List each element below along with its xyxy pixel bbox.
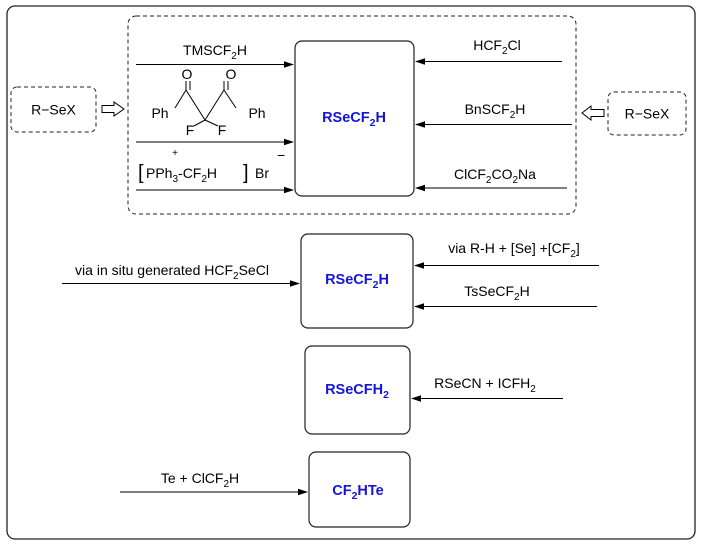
product-label-1: RSeCF2H <box>322 110 386 129</box>
formula-text: Cl <box>508 37 521 53</box>
diketone-oxygen-left: O <box>182 66 193 82</box>
formula-subscript: 2 <box>486 175 492 186</box>
diketone-fluorine-right: F <box>218 122 227 138</box>
formula-subscript: 2 <box>512 175 518 186</box>
formula-text: ClCF <box>454 166 486 182</box>
formula-text: via R-H + [Se] +[CF <box>448 240 570 256</box>
formula-subscript: 2 <box>223 479 229 490</box>
formula-subscript: 2 <box>570 249 576 260</box>
formula-text: TsSeCF <box>464 283 514 299</box>
formula-text: H <box>520 283 530 299</box>
reagent-tssecf2h: TsSeCF2H <box>464 283 529 303</box>
hollow-arrow-left <box>101 101 125 117</box>
product-box-4 <box>308 451 411 528</box>
reagent-rh-se-cf2: via R-H + [Se] +[CF2] <box>448 240 580 260</box>
formula-text: H <box>237 42 247 58</box>
formula-subscript: 2 <box>510 110 516 121</box>
phosphonium-salt: [ PPh3-CF2H ] + Br − <box>138 147 285 185</box>
hollow-arrow-right <box>581 104 605 122</box>
phosphonium-bracket-left: [ <box>138 162 144 184</box>
formula-subscript: 2 <box>231 51 237 62</box>
product-box-2 <box>300 233 414 329</box>
phosphonium-minus: − <box>277 147 285 163</box>
phosphonium-bracket-right: ] <box>243 162 249 184</box>
rsex-right-label: R−SeX <box>625 106 670 122</box>
product-box-1 <box>294 40 415 197</box>
rsex-left-label: R−SeX <box>31 102 76 118</box>
outer-frame <box>6 5 696 540</box>
diketone-fluorine-left: F <box>186 122 195 138</box>
diketone-phenyl-left: Ph <box>151 105 168 121</box>
formula-text: Te + ClCF <box>161 470 224 486</box>
diketone-oxygen-right: O <box>226 66 237 82</box>
formula-text: HCF <box>473 37 502 53</box>
reagent-rsecn-icfh2: RSeCN + ICFH2 <box>434 375 536 395</box>
reagent-tmscf2h: TMSCF2H <box>183 42 247 62</box>
product-label-2: RSeCF2H <box>325 272 389 291</box>
product-box-3 <box>304 345 411 435</box>
difluorodiketone-structure <box>174 81 237 127</box>
formula-text: SeCl <box>239 262 269 278</box>
diketone-phenyl-right: Ph <box>248 105 265 121</box>
reagent-bnscf2h: BnSCF2H <box>465 101 526 121</box>
phosphonium-plus: + <box>172 148 178 159</box>
phosphonium-formula: PPh3-CF2H <box>146 165 217 185</box>
formula-text: RSeCN + ICFH <box>434 375 530 391</box>
formula-text: TMSCF <box>183 42 231 58</box>
formula-subscript: 2 <box>233 271 239 282</box>
reagent-clcf2co2na: ClCF2CO2Na <box>454 166 536 186</box>
reagent-hcf2cl: HCF2Cl <box>473 37 521 57</box>
formula-subscript: 2 <box>514 292 520 303</box>
formula-text: BnSCF <box>465 101 510 117</box>
formula-text: H <box>229 470 239 486</box>
rsex-right-box <box>607 91 687 136</box>
formula-text: via in situ generated HCF <box>75 262 233 278</box>
formula-text: ] <box>576 240 580 256</box>
formula-text: H <box>515 101 525 117</box>
formula-subscript: 2 <box>530 384 536 395</box>
reagent-te-clcf2h: Te + ClCF2H <box>161 470 239 490</box>
formula-text: CO <box>491 166 512 182</box>
dashed-reagent-box <box>127 15 577 215</box>
product-label-4: CF2HTe <box>332 483 384 502</box>
rsex-left-box <box>10 86 97 133</box>
phosphonium-counterion: Br <box>255 165 269 181</box>
formula-text: Na <box>518 166 536 182</box>
product-label-3: RSeCFH2 <box>325 382 389 401</box>
reagent-in-situ-hcf2secl: via in situ generated HCF2SeCl <box>75 262 269 282</box>
formula-subscript: 2 <box>502 46 508 57</box>
